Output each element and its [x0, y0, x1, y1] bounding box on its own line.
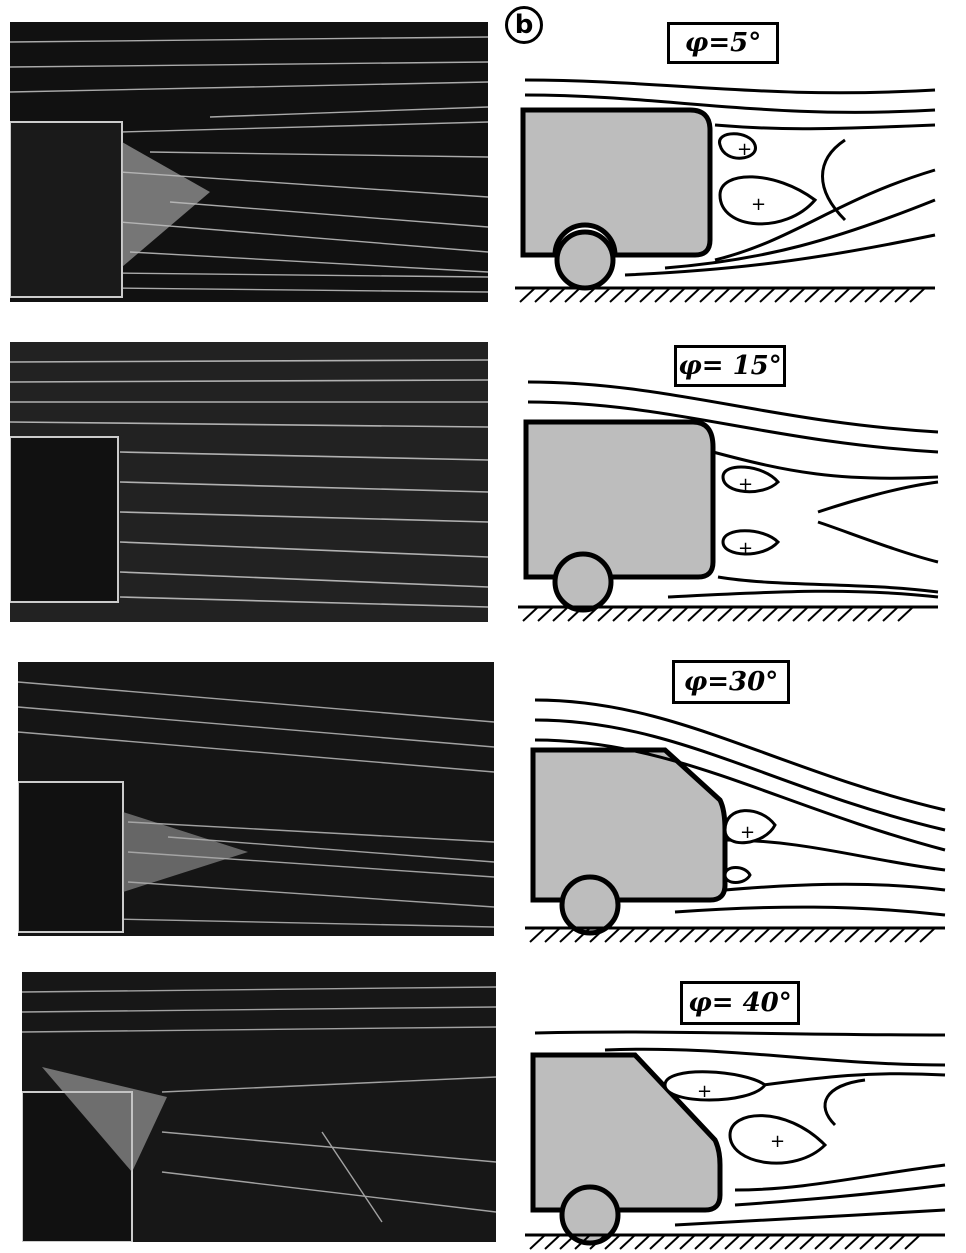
svg-text:+: +: [770, 1131, 785, 1152]
flow-photo-1: [10, 22, 488, 302]
flow-diagram-1: + +: [515, 70, 955, 315]
svg-text:+: +: [740, 822, 755, 843]
angle-label-1: φ=5°: [667, 22, 779, 64]
panel-label-text: b: [515, 12, 534, 38]
svg-text:+: +: [751, 194, 766, 215]
flow-photo-3: [18, 662, 494, 936]
svg-text:+: +: [738, 538, 753, 559]
lower-vortex: [725, 868, 750, 883]
photo-streaks-4: [22, 972, 496, 1242]
flow-diagram-2: + +: [518, 372, 958, 622]
wheel: [557, 232, 613, 288]
vehicle-body: [523, 110, 710, 255]
lower-vortex: [720, 177, 815, 224]
svg-text:+: +: [697, 1081, 712, 1102]
wheel: [562, 877, 618, 933]
panel-label: b: [505, 6, 543, 44]
photo-streaks-3: [18, 662, 494, 936]
svg-text:+: +: [737, 139, 752, 160]
svg-text:+: +: [738, 474, 753, 495]
flow-photo-4: [22, 972, 496, 1242]
vehicle-body: [526, 422, 713, 577]
upper-vortex: [665, 1072, 765, 1100]
angle-label-1-text: φ=5°: [685, 28, 761, 58]
angle-label-4-text: φ= 40°: [688, 988, 792, 1018]
photo-streaks-2: [10, 342, 488, 622]
angle-label-4: φ= 40°: [680, 981, 800, 1025]
flow-diagram-4: + +: [525, 1025, 955, 1253]
flow-photo-2: [10, 342, 488, 622]
streamline-diagram-1: + +: [515, 70, 955, 315]
flow-diagram-3: +: [525, 690, 955, 945]
photo-streaks-1: [10, 22, 488, 302]
streamline-diagram-2: + +: [518, 372, 958, 622]
wheel: [555, 554, 611, 610]
streamline-diagram-4: + +: [525, 1025, 955, 1253]
vehicle-body: [533, 750, 725, 900]
streamline-diagram-3: +: [525, 690, 955, 945]
